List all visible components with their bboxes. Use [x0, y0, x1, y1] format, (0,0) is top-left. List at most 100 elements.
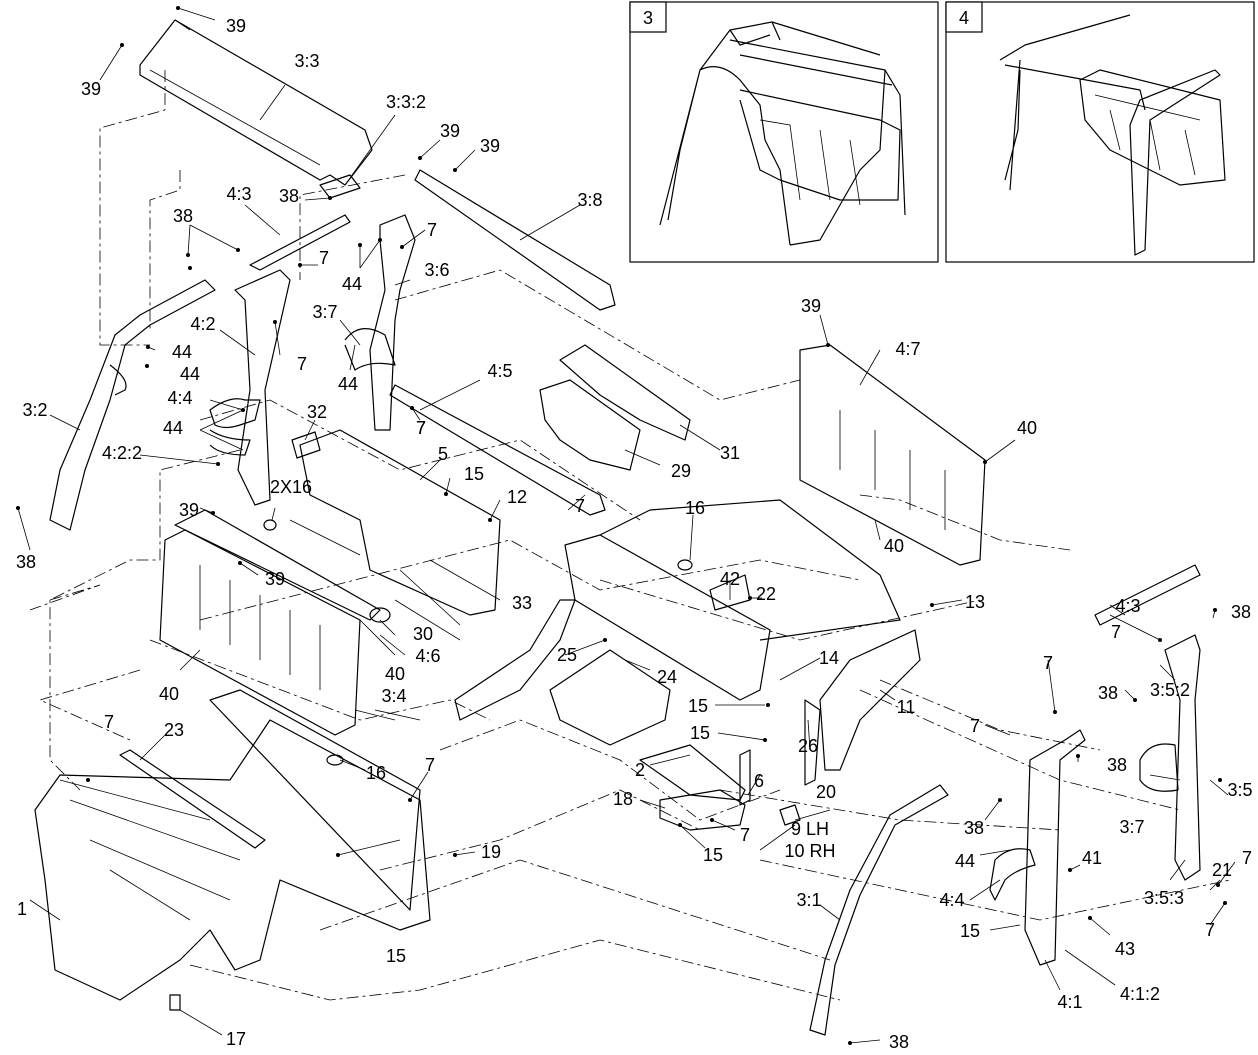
callout: 7	[1205, 920, 1215, 940]
callout: 3:2	[22, 400, 47, 420]
callout: 5	[438, 444, 448, 464]
inset-3-label: 3	[643, 8, 653, 28]
callout: 17	[226, 1029, 246, 1049]
callout: 4:2	[190, 314, 215, 334]
callout: 7	[319, 248, 329, 268]
callout: 29	[671, 461, 691, 481]
callout: 26	[798, 736, 818, 756]
callout: 3:6	[424, 260, 449, 280]
callout: 1	[17, 899, 27, 919]
leader-lines	[17, 7, 1236, 1044]
callout: 7	[1111, 622, 1121, 642]
callout: 19	[481, 842, 501, 862]
callout: 4:5	[487, 361, 512, 381]
callout: 16	[366, 763, 386, 783]
callout: 22	[756, 584, 776, 604]
callout: 3:8	[577, 190, 602, 210]
callout: 7	[575, 496, 585, 516]
callout: 39	[801, 296, 821, 316]
callout: 7	[970, 716, 980, 736]
callout: 7	[416, 418, 426, 438]
callout: 4:1:2	[1120, 984, 1160, 1004]
callout: 6	[754, 771, 764, 791]
callout: 15	[688, 696, 708, 716]
callout: 3:3:2	[386, 92, 426, 112]
callout: 7	[740, 825, 750, 845]
callout: 18	[613, 789, 633, 809]
callout: 15	[960, 921, 980, 941]
callout-labels: 39 39 3:3 3:3:2 39 39 38 3:8 4:3 38 7 44…	[16, 16, 1253, 1052]
callout: 38	[173, 206, 193, 226]
callout: 3:7	[1119, 817, 1144, 837]
callout: 39	[440, 121, 460, 141]
callout: 44	[163, 418, 183, 438]
callout: 20	[816, 782, 836, 802]
callout: 7	[104, 712, 114, 732]
callout: 15	[690, 723, 710, 743]
callout: 40	[884, 536, 904, 556]
callout: 43	[1115, 939, 1135, 959]
callout: 31	[720, 443, 740, 463]
callout: 40	[1017, 418, 1037, 438]
callout: 7	[297, 354, 307, 374]
callout: 10 RH	[784, 841, 835, 861]
callout: 3:3	[294, 51, 319, 71]
callout: 3:5:3	[1144, 888, 1184, 908]
callout: 7	[1043, 653, 1053, 673]
callout: 40	[385, 664, 405, 684]
callout: 13	[965, 592, 985, 612]
callout: 39	[265, 569, 285, 589]
parts-linework	[34, 19, 1201, 1036]
callout: 25	[557, 645, 577, 665]
callout: 11	[897, 697, 916, 717]
callout: 38	[16, 552, 36, 572]
callout: 4:3	[1115, 596, 1140, 616]
callout: 7	[427, 220, 437, 240]
callout: 15	[703, 845, 723, 865]
callout: 38	[1231, 602, 1251, 622]
callout: 44	[342, 274, 362, 294]
callout: 40	[159, 684, 179, 704]
callout: 9 LH	[791, 819, 829, 839]
callout: 3:5:2	[1150, 680, 1190, 700]
callout: 4:7	[895, 339, 920, 359]
callout: 39	[81, 79, 101, 99]
callout: 44	[955, 851, 975, 871]
callout: 4:3	[226, 184, 251, 204]
inset-4: 4	[945, 1, 1255, 263]
callout: 38	[964, 818, 984, 838]
callout: 15	[464, 464, 484, 484]
callout: 32	[307, 402, 327, 422]
callout: 44	[338, 374, 358, 394]
callout: 4:2:2	[102, 443, 142, 463]
callout: 3:7	[312, 302, 337, 322]
callout: 4:6	[415, 646, 440, 666]
callout: 3:4	[381, 686, 406, 706]
callout: 4:4	[939, 890, 964, 910]
callout: 4:1	[1057, 992, 1082, 1012]
callout: 39	[179, 500, 199, 520]
callout: 7	[416, 418, 426, 438]
callout: 7	[425, 755, 435, 775]
callout: 39	[226, 16, 246, 36]
callout: 42	[720, 569, 740, 589]
callout: 44	[172, 342, 192, 362]
callout: 7	[1242, 848, 1252, 868]
callout: 15	[386, 946, 406, 966]
callout: 16	[685, 498, 705, 518]
callout: 24	[657, 667, 677, 687]
callout: 12	[507, 487, 527, 507]
callout: 21	[1212, 860, 1232, 880]
callout: 33	[512, 593, 532, 613]
callout: 38	[1107, 755, 1127, 775]
callout: 3:5	[1227, 780, 1252, 800]
callout: 14	[819, 648, 839, 668]
callout: 41	[1082, 848, 1102, 868]
callout: 38	[1098, 683, 1118, 703]
inset-4-label: 4	[959, 8, 969, 28]
alignment-lines	[29, 70, 1231, 1001]
callout: 44	[180, 364, 200, 384]
callout: 3:1	[796, 890, 821, 910]
